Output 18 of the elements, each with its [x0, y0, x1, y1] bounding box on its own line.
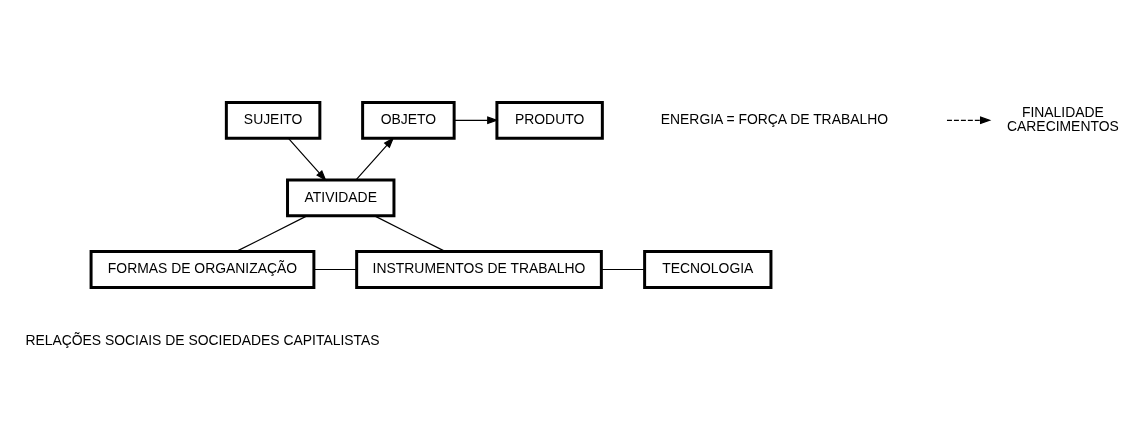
node-box: OBJETO: [361, 100, 456, 140]
node-box: INSTRUMENTOS DE TRABALHO: [355, 250, 603, 289]
connector: [235, 215, 308, 252]
connector: [600, 268, 645, 271]
arrow: [946, 116, 992, 125]
node-text: FINALIDADE CARECIMENTOS: [1007, 103, 1119, 135]
arrow: [287, 137, 327, 182]
label: RELAÇÕES SOCIAIS DE SOCIEDADES CAPITALISTAS: [25, 331, 380, 348]
node-box: TECNOLOGIA: [643, 250, 773, 289]
node-box: ATIVIDADE: [286, 178, 396, 218]
label: ENERGIA = FORÇA DE TRABALHO: [660, 110, 889, 127]
connector: [313, 268, 358, 271]
connector: [373, 215, 446, 252]
node-box: PRODUTO: [495, 100, 604, 140]
arrow: [453, 116, 499, 125]
node-box: FORMAS DE ORGANIZAÇÃO: [89, 250, 316, 289]
arrow: [355, 137, 395, 181]
node-box: SUJEITO: [224, 100, 322, 140]
